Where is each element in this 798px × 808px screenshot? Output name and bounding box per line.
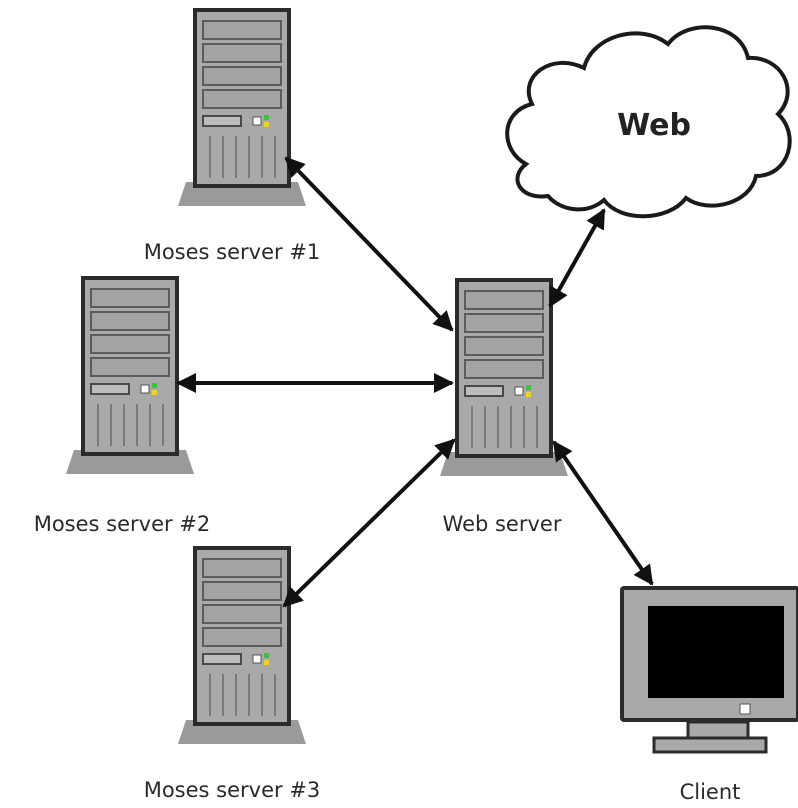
moses-server-3-label: Moses server #3 bbox=[143, 778, 321, 802]
moses-server-1-label: Moses server #1 bbox=[143, 240, 321, 264]
edge-web-server-client bbox=[552, 440, 654, 586]
edge-moses-3-web-server bbox=[282, 438, 456, 608]
web-server-icon bbox=[438, 278, 570, 478]
edge-moses-1-web-server bbox=[284, 156, 454, 332]
moses-server-3-icon bbox=[176, 546, 308, 746]
moses-server-1-icon bbox=[176, 8, 308, 208]
web-server-label: Web server bbox=[442, 512, 562, 536]
edge-web-server-cloud bbox=[548, 208, 606, 308]
client-monitor-icon bbox=[620, 586, 798, 754]
moses-server-2-label: Moses server #2 bbox=[33, 512, 211, 536]
moses-server-2-icon bbox=[64, 276, 196, 476]
web-cloud-icon bbox=[505, 25, 792, 219]
client-label: Client bbox=[679, 780, 741, 804]
connections bbox=[176, 156, 654, 608]
web-cloud-label: Web bbox=[617, 108, 691, 143]
